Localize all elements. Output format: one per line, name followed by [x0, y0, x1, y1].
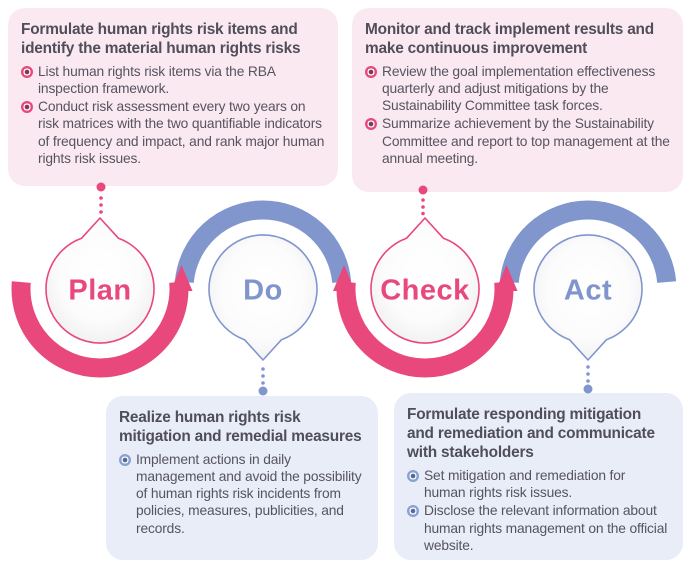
bullet-item: Implement actions in daily management an…	[119, 451, 365, 536]
target-bullet-icon	[21, 101, 33, 114]
do-bullet-list: Implement actions in daily management an…	[119, 451, 365, 536]
target-bullet-icon	[365, 118, 377, 131]
flow-arrow-icon	[495, 265, 518, 291]
bullet-item: Disclose the relevant information about …	[407, 502, 670, 553]
do-connector-dots	[258, 367, 268, 396]
do-step-label: Do	[243, 274, 283, 307]
check-step-label: Check	[380, 274, 470, 307]
plan-step-label: Plan	[68, 274, 132, 307]
act-step-label: Act	[563, 274, 613, 307]
act-box-title: Formulate responding mitigation and reme…	[407, 406, 655, 462]
act-bullet-list: Set mitigation and remediation for human…	[407, 467, 670, 553]
act-arc	[499, 200, 677, 284]
target-bullet-icon	[407, 470, 419, 483]
plan-connector-dots	[96, 182, 106, 214]
flow-arrow-icon	[170, 265, 193, 291]
bullet-text: Conduct risk assessment every two years …	[38, 99, 325, 166]
bullet-item: List human rights risk items via the RBA…	[21, 63, 325, 97]
do-info-box: Realize human rights risk mitigation and…	[106, 396, 378, 560]
bullet-item: Set mitigation and remediation for human…	[407, 467, 670, 501]
do-box-title: Realize human rights risk mitigation and…	[119, 409, 362, 446]
bullet-text: Disclose the relevant information about …	[424, 503, 668, 553]
bullet-item: Summarize achievement by the Sustainabil…	[365, 115, 670, 166]
bullet-item: Conduct risk assessment every two years …	[21, 98, 325, 166]
check-box-title: Monitor and track implement results and …	[365, 21, 654, 58]
target-bullet-icon	[119, 454, 131, 467]
act-info-box: Formulate responding mitigation and reme…	[394, 393, 683, 560]
target-bullet-icon	[365, 66, 377, 79]
check-info-box: Monitor and track implement results and …	[352, 8, 683, 192]
target-bullet-icon	[407, 505, 419, 518]
do-arc	[174, 200, 352, 284]
bullet-item: Review the goal implementation effective…	[365, 63, 670, 114]
bullet-text: Review the goal implementation effective…	[382, 64, 656, 114]
plan-info-box: Formulate human rights risk items and id…	[8, 8, 338, 186]
bullet-text: Set mitigation and remediation for human…	[424, 468, 626, 501]
bullet-text: Summarize achievement by the Sustainabil…	[382, 116, 670, 166]
check-bullet-list: Review the goal implementation effective…	[365, 63, 670, 167]
act-connector-dots	[583, 365, 593, 394]
bullet-text: List human rights risk items via the RBA…	[38, 64, 276, 97]
target-bullet-icon	[21, 66, 33, 79]
bullet-text: Implement actions in daily management an…	[136, 452, 362, 536]
flow-arrow-icon	[333, 265, 355, 291]
plan-bullet-list: List human rights risk items via the RBA…	[21, 63, 325, 167]
plan-box-title: Formulate human rights risk items and id…	[21, 21, 301, 58]
